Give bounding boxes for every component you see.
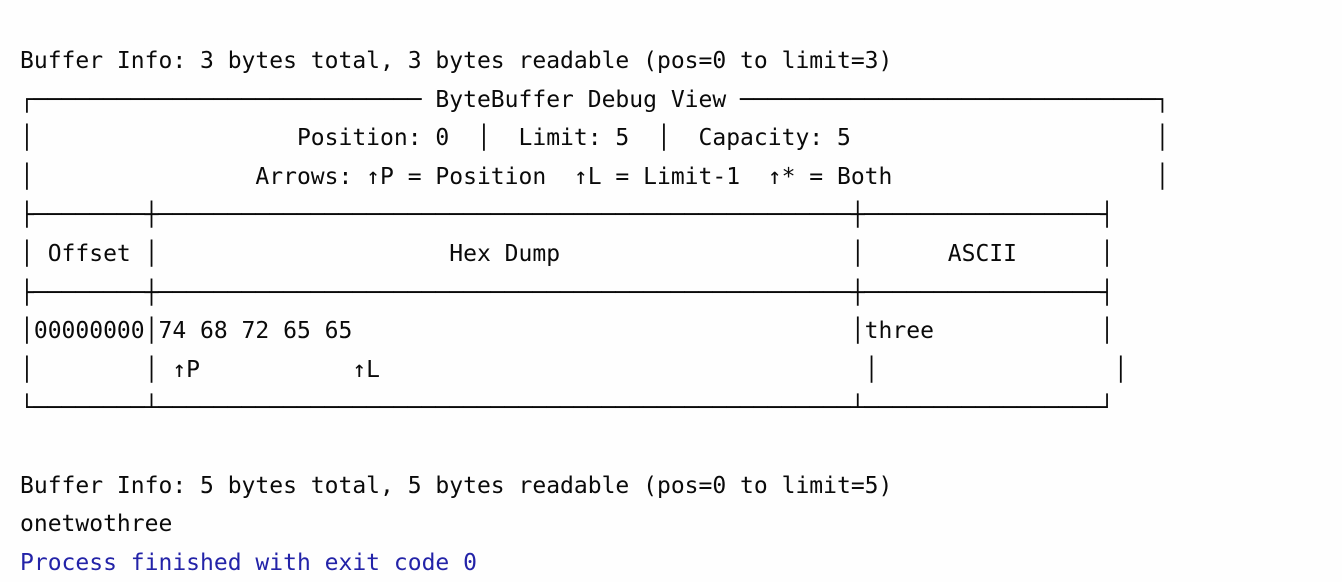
console-line: Buffer Info: 5 bytes total, 5 bytes read… (20, 472, 893, 499)
console-line-system-message: Process finished with exit code 0 (20, 549, 477, 576)
console-line: │ │ ↑P ↑L │ │ (20, 356, 1128, 383)
console-line (20, 428, 1342, 467)
console-line: ├────────┼──────────────────────────────… (20, 279, 1114, 306)
console-line: └────────┴──────────────────────────────… (20, 395, 1114, 422)
console-line: │ Arrows: ↑P = Position ↑L = Limit-1 ↑* … (20, 163, 1170, 190)
console-line: ┌──────────────────────────── ByteBuffer… (20, 86, 1170, 113)
console-line: Buffer Info: 3 bytes total, 3 bytes read… (20, 48, 893, 74)
console-line: │00000000│74 68 72 65 65 │three │ (20, 318, 1114, 345)
console-line: ├────────┼──────────────────────────────… (20, 202, 1114, 229)
console-line: onetwothree (20, 511, 173, 538)
console-line: │ Position: 0 │ Limit: 5 │ Capacity: 5 │ (20, 125, 1170, 152)
console-line: │ Offset │ Hex Dump │ ASCII │ (20, 240, 1114, 267)
